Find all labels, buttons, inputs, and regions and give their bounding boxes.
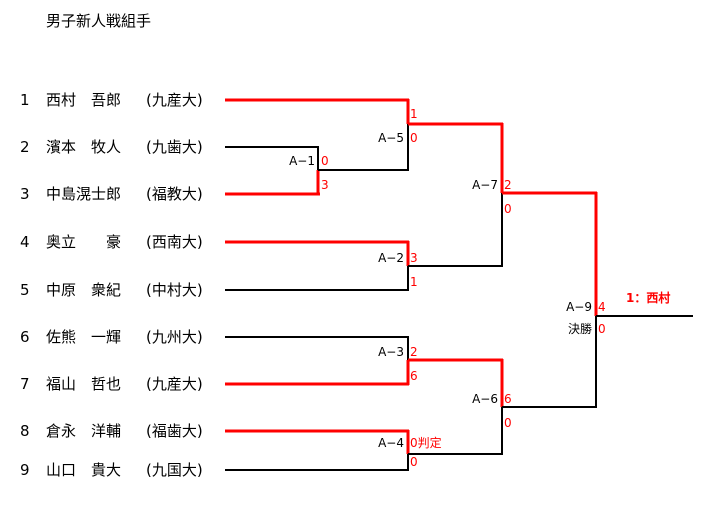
match-score-top: 2 (504, 178, 512, 192)
champion-text: 1：西村 (626, 290, 670, 305)
match-a5: A−5 1 0 (225, 98, 418, 171)
player-school: (九国大) (146, 461, 203, 479)
match-a2: A−2 3 1 (225, 240, 418, 291)
match-score-bottom: 3 (321, 178, 329, 192)
seed-number: 7 (20, 375, 30, 393)
player-school: (九歯大) (146, 138, 203, 156)
match-a4: A−4 0判定 0 (225, 429, 442, 471)
match-score-bottom: 0 (504, 416, 512, 430)
player-name: 濱本 牧人 (46, 138, 122, 156)
player-name: 倉永 洋輔 (46, 422, 122, 440)
player-name: 山口 貴大 (46, 461, 122, 479)
player-name: 中島滉士郎 (46, 185, 122, 203)
player-school: (中村大) (146, 281, 203, 299)
match-score-top: 0 (321, 154, 329, 168)
match-label: A−3 (378, 345, 404, 359)
seed-number: 6 (20, 328, 30, 346)
player-name: 福山 哲也 (46, 375, 122, 393)
match-score-top: 3 (410, 251, 418, 265)
player-name: 佐熊 一輝 (46, 328, 122, 346)
page-title: 男子新人戦組手 (46, 12, 152, 30)
seed-number: 2 (20, 138, 30, 156)
player-name: 奥立 豪 (46, 233, 122, 251)
match-label: A−2 (378, 251, 404, 265)
seed-number: 8 (20, 422, 30, 440)
match-score-top: 0判定 (410, 435, 442, 450)
match-a1: A−1 0 3 (225, 146, 329, 196)
match-score-top: 4 (598, 300, 606, 314)
match-score-bottom: 0 (598, 322, 606, 336)
match-a7: A−7 2 0 (408, 122, 512, 267)
player-school: (福教大) (146, 185, 203, 203)
player-name: 中原 衆紀 (46, 281, 122, 299)
match-score-bottom: 0 (410, 455, 418, 469)
match-a9-final: A−9 決勝 4 0 1：西村 (502, 191, 693, 408)
match-a6: A−6 6 0 (408, 358, 512, 455)
seed-number: 4 (20, 233, 30, 251)
player-school: (九産大) (146, 375, 203, 393)
seed-number: 3 (20, 185, 30, 203)
final-label: 決勝 (568, 321, 592, 336)
player-school: (西南大) (146, 233, 203, 251)
match-label: A−7 (472, 178, 498, 192)
match-a3: A−3 2 6 (225, 336, 418, 386)
seed-number: 9 (20, 461, 30, 479)
seed-number: 1 (20, 91, 30, 109)
match-score-top: 6 (504, 392, 512, 406)
match-label: A−9 (566, 300, 592, 314)
match-label: A−6 (472, 392, 498, 406)
player-school: (福歯大) (146, 422, 203, 440)
player-name: 西村 吾郎 (46, 91, 122, 109)
match-score-bottom: 0 (410, 131, 418, 145)
match-label: A−5 (378, 131, 404, 145)
match-label: A−4 (378, 436, 404, 450)
match-score-top: 1 (410, 107, 418, 121)
match-score-bottom: 6 (410, 369, 418, 383)
player-school: (九州大) (146, 328, 203, 346)
match-label: A−1 (289, 154, 315, 168)
match-score-top: 2 (410, 345, 418, 359)
player-school: (九産大) (146, 91, 203, 109)
match-score-bottom: 0 (504, 202, 512, 216)
match-score-bottom: 1 (410, 275, 418, 289)
seed-number: 5 (20, 281, 30, 299)
